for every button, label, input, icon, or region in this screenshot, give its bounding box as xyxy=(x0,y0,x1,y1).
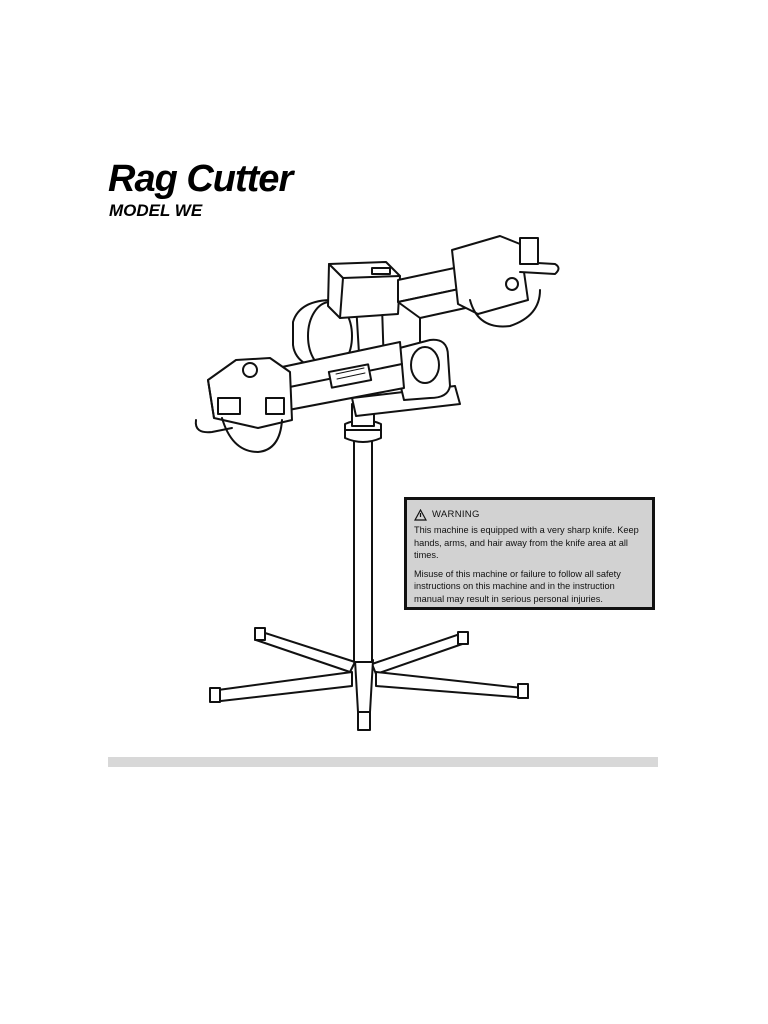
footer-divider-bar xyxy=(108,757,658,767)
warning-title: WARNING xyxy=(432,508,480,520)
warning-label: WARNING This machine is equipped with a … xyxy=(404,497,655,610)
base-legs xyxy=(209,627,529,731)
warning-paragraph-misuse: Misuse of this machine or failure to fol… xyxy=(414,568,621,604)
model-subtitle: MODEL WE xyxy=(109,201,203,220)
warning-triangle-icon xyxy=(414,509,427,521)
pedestal-column xyxy=(353,431,373,663)
right-knife-head xyxy=(451,235,529,315)
warning-paragraph-knife: This machine is equipped with a very sha… xyxy=(414,525,639,560)
document-title: Rag Cutter xyxy=(108,158,293,200)
warning-header: WARNING xyxy=(414,509,646,521)
